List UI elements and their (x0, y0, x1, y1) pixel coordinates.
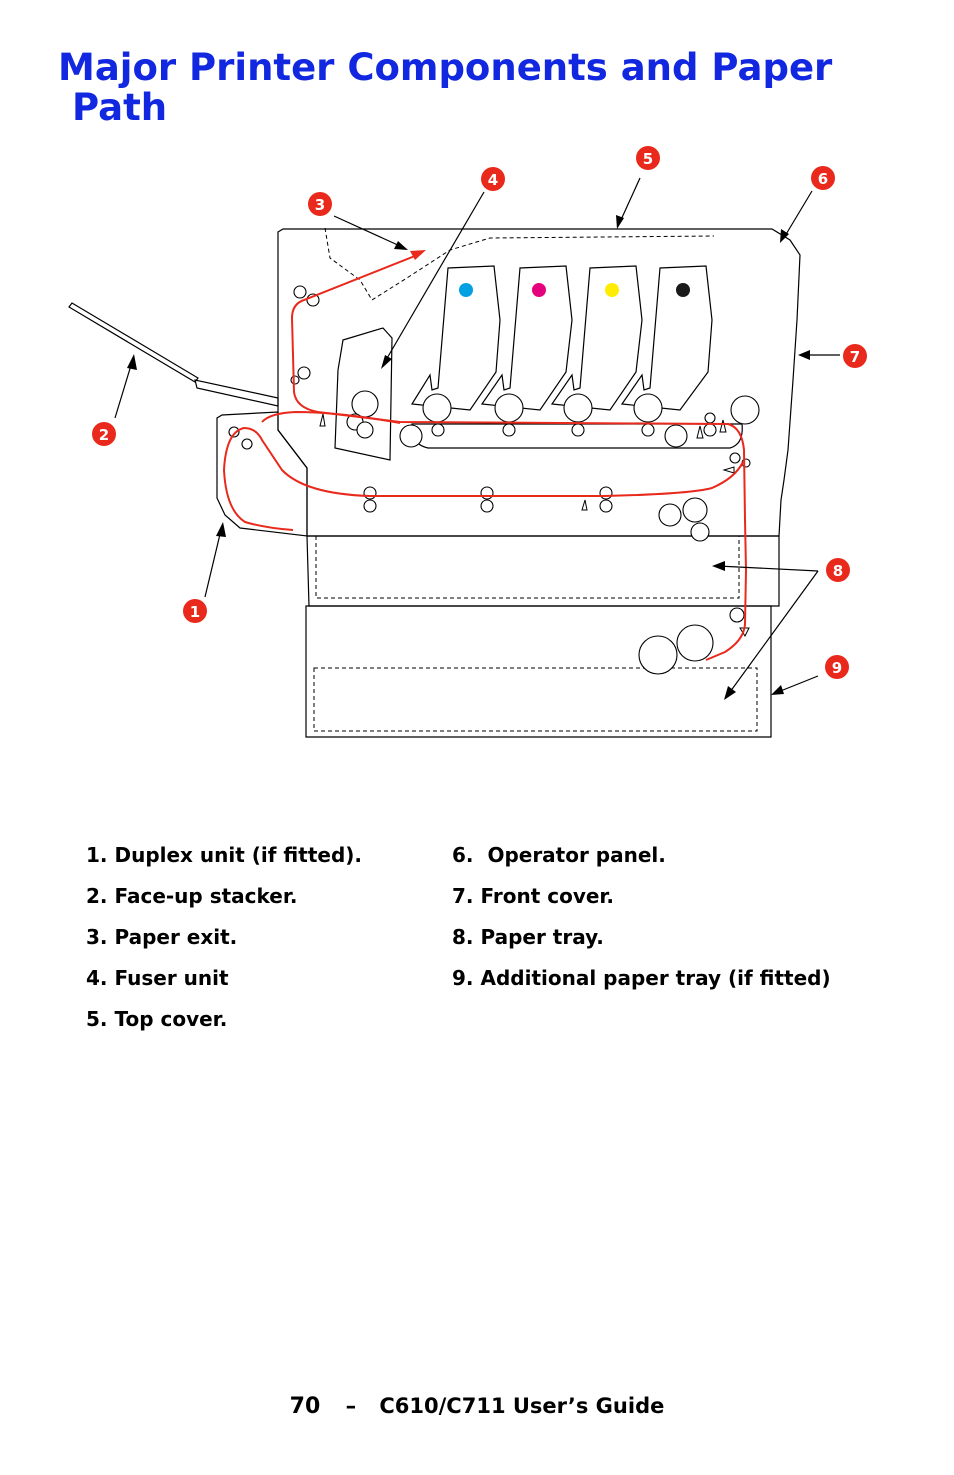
paper-path (222, 253, 748, 661)
legend-item-top-cover: 5. Top cover. (86, 1007, 228, 1031)
page-number: 70 (289, 1394, 321, 1419)
magenta-toner-dot (532, 283, 546, 297)
footer-separator: – (345, 1394, 357, 1418)
page-footer: 70 – C610/C711 User’s Guide (0, 1394, 954, 1419)
page-title-line-2: Path (72, 86, 168, 129)
printer-diagram: 1 2 3 4 5 6 7 8 9 (68, 146, 867, 738)
legend-column-left: 1. Duplex unit (if fitted). 2. Face-up s… (86, 842, 362, 1047)
legend-column-right: 6. Operator panel. 7. Front cover. 8. Pa… (452, 842, 831, 1006)
guide-title: C610/C711 User’s Guide (379, 1394, 665, 1418)
toner-indicators (459, 283, 690, 297)
legend-item-paper-exit: 3. Paper exit. (86, 925, 238, 949)
leader-lines (114, 177, 840, 693)
legend-item-fuser-unit: 4. Fuser unit (86, 966, 229, 990)
callout-badge-1: 1 (183, 599, 207, 623)
black-toner-dot (676, 283, 690, 297)
callout-badge-9: 9 (825, 655, 849, 679)
paper-exit-arrowhead (410, 250, 426, 260)
legend-item-operator-panel: 6. Operator panel. (452, 843, 666, 867)
callout-badge-3: 3 (308, 192, 332, 216)
paper-guides (319, 413, 750, 638)
callout-number: 5 (643, 150, 653, 168)
callout-badge-6: 6 (811, 166, 835, 190)
callout-number: 1 (190, 603, 200, 621)
legend-item-duplex-unit: 1. Duplex unit (if fitted). (86, 843, 362, 867)
callout-badge-2: 2 (92, 422, 116, 446)
rollers (228, 285, 760, 675)
yellow-toner-dot (605, 283, 619, 297)
printer-outline (68, 228, 801, 738)
callout-number: 3 (315, 196, 325, 214)
page-title-line-1: Major Printer Components and Paper (58, 46, 833, 89)
callout-number: 2 (99, 426, 109, 444)
callout-number: 9 (832, 659, 842, 677)
callout-number: 7 (850, 348, 860, 366)
legend-item-face-up-stacker: 2. Face-up stacker. (86, 884, 298, 908)
callout-badge-4: 4 (481, 167, 505, 191)
callout-number: 6 (818, 170, 828, 188)
callout-badge-8: 8 (826, 558, 850, 582)
page-title: Major Printer Components and Paper Path (58, 48, 898, 128)
cyan-toner-dot (459, 283, 473, 297)
dashed-outlines (313, 227, 758, 732)
legend-item-front-cover: 7. Front cover. (452, 884, 615, 908)
legend-item-additional-paper-tray: 9. Additional paper tray (if fitted) (452, 966, 831, 990)
callout-badge-5: 5 (636, 146, 660, 170)
callout-number: 8 (833, 562, 843, 580)
callout-number: 4 (488, 171, 498, 189)
callout-badge-7: 7 (843, 344, 867, 368)
legend-item-paper-tray: 8. Paper tray. (452, 925, 604, 949)
leader-arrowheads (127, 215, 810, 700)
